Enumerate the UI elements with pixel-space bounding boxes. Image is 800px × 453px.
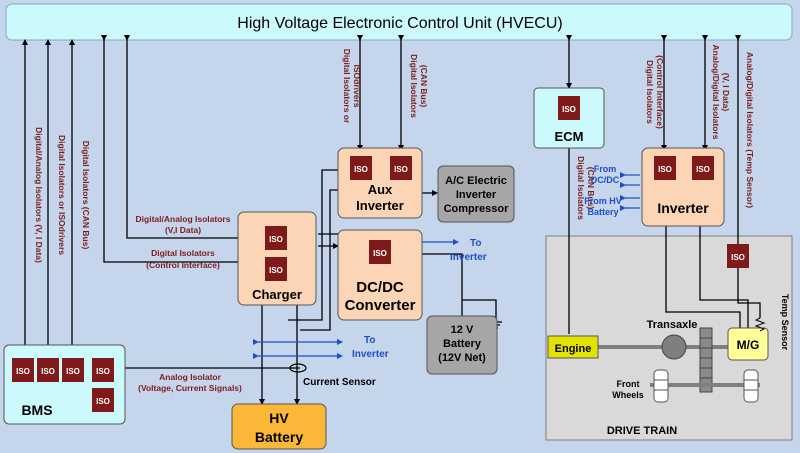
iso-text: ISO <box>658 165 672 174</box>
iso-inverter-2: ISO <box>692 156 714 180</box>
mg-block <box>727 327 769 361</box>
charger-label: Charger <box>252 287 302 302</box>
label-bms-vi: Digital/Analog Isolators (V, I Data) <box>34 127 44 263</box>
dcdc-label-2: Converter <box>345 297 416 314</box>
iso-aux-1: ISO <box>350 156 372 180</box>
iso-inverter-1: ISO <box>654 156 676 180</box>
transaxle-gear-stack-icon <box>699 327 713 393</box>
iso-text: ISO <box>562 105 576 114</box>
iso-text: ISO <box>96 367 110 376</box>
transaxle-label: Transaxle <box>647 319 698 331</box>
iso-charger-2: ISO <box>265 257 287 281</box>
temp-sensor-resistor-icon <box>754 317 766 332</box>
label-inv-ctrl-2: (Control Interface) <box>655 55 665 129</box>
iso-bms-4: ISO <box>92 358 114 382</box>
aux-inverter-label-1: Aux <box>368 182 393 197</box>
transaxle-gear-icon <box>661 334 687 360</box>
iso-text: ISO <box>16 367 30 376</box>
to-inverter-1a: To <box>470 238 481 249</box>
label-charger-ctrl-2: (Control Interface) <box>146 260 220 270</box>
current-sensor-icon <box>289 363 307 373</box>
label-ecm-can-2: (CAN Bus) <box>586 167 596 210</box>
front-wheel-left-icon <box>653 369 669 403</box>
from-dcdc-2: DC/DC <box>591 175 620 185</box>
iso-text: ISO <box>394 165 408 174</box>
label-aux-can-1: Digital Isolators <box>409 54 419 118</box>
ac-label-1: A/C Electric <box>445 175 507 187</box>
battery12-label-1: 12 V <box>451 324 474 336</box>
engine-label: Engine <box>555 343 592 355</box>
iso-temp: ISO <box>727 244 749 268</box>
label-temp-sensor-iso: Analog/Digital Isolators (Temp Sensor) <box>745 52 755 208</box>
iso-text: ISO <box>269 235 283 244</box>
label-ecm-can-1: Digital Isolators <box>576 156 586 220</box>
iso-aux-2: ISO <box>390 156 412 180</box>
front-wheels-label-2: Wheels <box>612 390 644 400</box>
bms-label: BMS <box>21 402 52 418</box>
iso-text: ISO <box>696 165 710 174</box>
battery12-label-3: (12V Net) <box>438 352 486 364</box>
ac-label-3: Compressor <box>444 203 510 215</box>
from-hv-2: Battery <box>587 207 618 217</box>
hv-battery-block <box>231 403 327 450</box>
mg-label: M/G <box>737 338 760 352</box>
iso-text: ISO <box>373 249 387 258</box>
engine-block <box>547 335 599 359</box>
ac-label-2: Inverter <box>456 189 497 201</box>
label-aux-isodrivers-1: Digital Isolators or <box>342 49 352 124</box>
ac-compressor-block <box>437 165 515 223</box>
label-analog-iso-1: Analog Isolator <box>159 372 222 382</box>
iso-text: ISO <box>96 397 110 406</box>
front-wheels-label-1: Front <box>617 379 640 389</box>
label-bms-isodrivers: Digital Isolators or ISOdrivers <box>57 135 67 255</box>
label-analog-iso-2: (Voltage, Current Signals) <box>138 383 242 393</box>
aux-inverter-label-2: Inverter <box>356 198 404 213</box>
iso-text: ISO <box>354 165 368 174</box>
iso-text: ISO <box>731 253 745 262</box>
label-inv-ctrl-1: Digital Isolators <box>645 60 655 124</box>
battery12-label-2: Battery <box>443 338 482 350</box>
iso-bms-1: ISO <box>12 358 34 382</box>
label-aux-isodrivers-2: ISOdrivers <box>352 65 362 108</box>
label-charger-vi-2: (V,I Data) <box>165 225 201 235</box>
label-charger-vi-1: Digital/Analog Isolators <box>136 214 231 224</box>
iso-charger-1: ISO <box>265 226 287 250</box>
label-bms-can: Digital Isolators (CAN Bus) <box>81 141 91 250</box>
to-inverter-2a: To <box>364 335 375 346</box>
iso-bms-2: ISO <box>37 358 59 382</box>
iso-dcdc: ISO <box>369 240 391 264</box>
inverter-label: Inverter <box>657 200 709 216</box>
to-inverter-2b: Inverter <box>352 349 389 360</box>
iso-text: ISO <box>66 367 80 376</box>
front-wheel-right-icon <box>743 369 759 403</box>
label-inv-vi-2: (V, I Data) <box>721 73 731 112</box>
wires <box>22 35 761 405</box>
battery-12v-block <box>426 315 498 375</box>
hv-battery-label-1: HV <box>269 410 289 426</box>
temp-sensor-label: Temp Sensor <box>780 294 790 351</box>
dcdc-label-1: DC/DC <box>356 279 404 296</box>
label-aux-can-2: (CAN Bus) <box>419 65 429 108</box>
from-dcdc-1: From <box>594 164 617 174</box>
blue-wires <box>253 172 640 359</box>
drive-train-label: DRIVE TRAIN <box>607 425 677 437</box>
label-charger-ctrl-1: Digital Isolators <box>151 248 215 258</box>
from-hv-1: From HV <box>584 196 622 206</box>
hvecu-title: High Voltage Electronic Control Unit (HV… <box>237 15 562 32</box>
iso-bms-3: ISO <box>62 358 84 382</box>
current-sensor-label: Current Sensor <box>303 377 376 388</box>
iso-bms-5: ISO <box>92 388 114 412</box>
iso-text: ISO <box>269 266 283 275</box>
label-inv-vi-1: Analog/Digital Isolators <box>711 45 721 140</box>
dcdc-block <box>337 229 423 321</box>
iso-text: ISO <box>41 367 55 376</box>
hv-battery-label-2: Battery <box>255 429 303 445</box>
to-inverter-1b: Inverter <box>450 252 487 263</box>
ecm-label: ECM <box>555 129 584 144</box>
iso-ecm: ISO <box>558 96 580 120</box>
iso-boxes: ISO ISO ISO ISO ISO ISO ISO ISO ISO ISO … <box>12 96 749 412</box>
